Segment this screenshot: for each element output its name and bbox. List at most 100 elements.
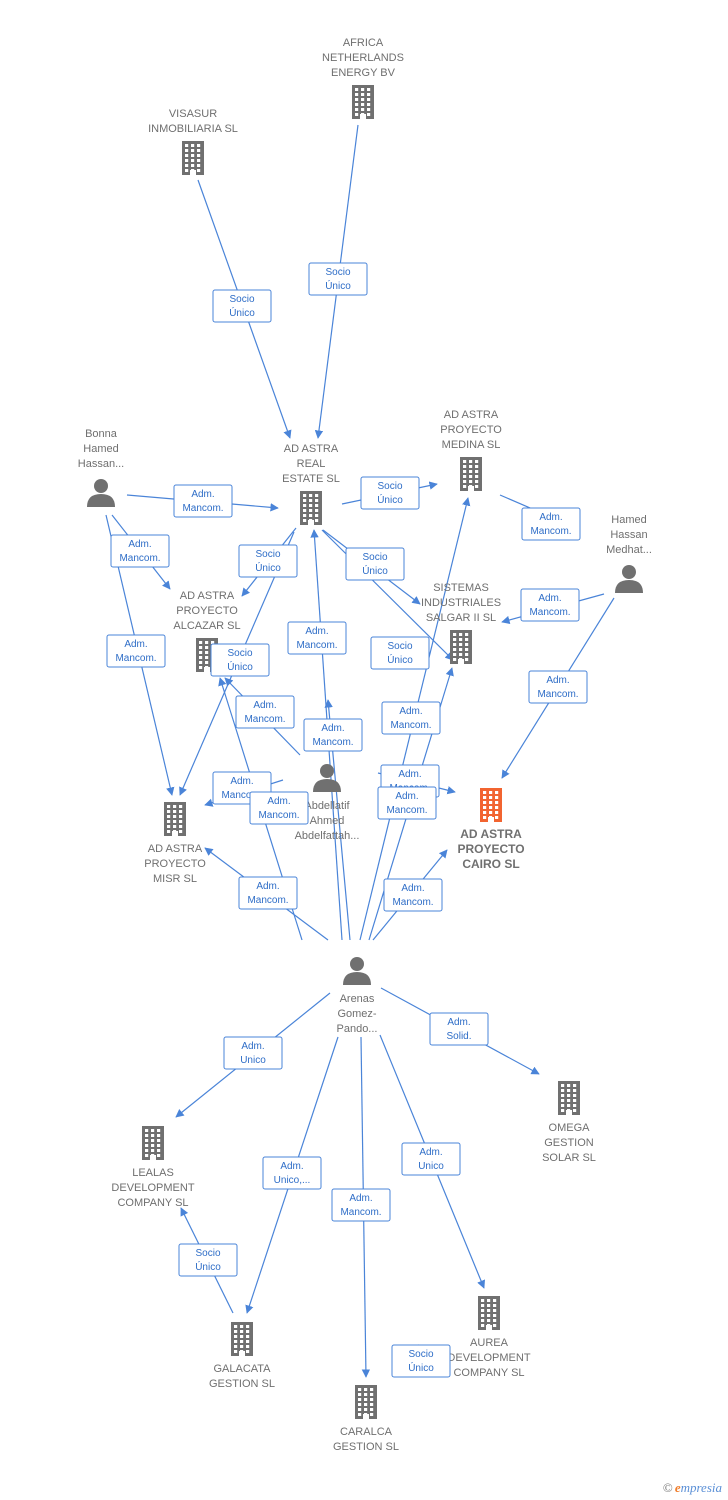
node-hamed[interactable]: HamedHassanMedhat... [606,514,652,593]
building-window [197,159,201,162]
brand-logo-initial: e [674,1480,681,1495]
edge-label[interactable]: Adm.Mancom. [110,534,170,568]
edge-label-text: Adm. [230,776,253,787]
edge-label[interactable]: Adm.Mancom. [521,507,581,541]
edge-label-box [521,507,581,541]
building-window [487,1309,491,1312]
edge-label[interactable]: Adm.Mancom. [303,718,363,752]
building-window [459,638,463,641]
building-window [246,1330,250,1333]
node-label: Bonna [85,428,118,440]
edge-label-text: Socio [362,552,387,563]
edge-label[interactable]: Adm.Mancom. [520,588,580,622]
building-icon[interactable] [558,1081,580,1115]
building-icon[interactable] [182,141,204,175]
building-window [355,93,359,96]
edge-label-text: Adm. [419,1147,442,1158]
edge-label[interactable]: Adm.Mancom. [383,878,443,912]
building-door [363,1414,369,1419]
edge-label-box [528,670,588,704]
building-window [205,641,209,644]
building-icon[interactable] [478,1296,500,1330]
edge-label-box [391,1344,451,1378]
edge-label[interactable]: Adm.Mancom. [287,621,347,655]
building-icon[interactable] [352,85,374,119]
edge-label-box [178,1243,238,1277]
edge-label[interactable]: Adm.Mancom. [235,695,295,729]
building-window [167,820,171,823]
node-label: NETHERLANDS [322,52,404,64]
building-window [355,113,359,116]
building-window [173,815,177,818]
building-icon[interactable] [231,1322,253,1356]
building-icon[interactable] [164,802,186,836]
building-window [151,1144,155,1147]
edge-label[interactable]: Adm.Mancom. [249,791,309,825]
node-arenas[interactable]: ArenasGomez-Pando... [337,957,378,1035]
footer-brand[interactable]: ©empresia [663,1480,722,1496]
person-icon[interactable] [343,957,371,985]
building-window [561,1109,565,1112]
building-window [475,475,479,478]
node-bonna[interactable]: BonnaHamedHassan... [78,428,124,507]
building-icon[interactable] [460,457,482,491]
person-icon[interactable] [615,565,643,593]
building-icon[interactable] [480,788,502,822]
edge-label-text: Socio [325,267,350,278]
building-window [481,1299,485,1302]
edge-label[interactable]: Adm.Mancom. [238,876,298,910]
building-window [489,796,493,799]
edge-label-text: Adm. [399,706,422,717]
node-label: Hamed [83,443,118,455]
person-icon[interactable] [87,479,115,507]
building-window [367,98,371,101]
building-icon[interactable] [355,1385,377,1419]
building-icon[interactable] [300,491,322,525]
edge-label[interactable]: Adm.Unico [223,1036,283,1070]
building-window [370,1388,374,1391]
building-window [185,154,189,157]
edge-label[interactable]: Adm.Mancom. [331,1188,391,1222]
node-abdellatif[interactable]: AbdellatifAhmedAbdelfattah... [295,764,360,842]
person-icon[interactable] [313,764,341,792]
node-label: COMPANY SL [117,1197,188,1209]
edge-label[interactable]: Adm.Mancom. [106,634,166,668]
edge-label[interactable]: Adm.Unico [401,1142,461,1176]
edge-label[interactable]: Adm.Solid. [429,1012,489,1046]
edge-label[interactable]: Adm.Mancom. [528,670,588,704]
edge-label[interactable]: Adm.Mancom. [173,484,233,518]
edge-label-text: Mancom. [530,526,571,537]
edge-label[interactable]: Adm.Unico,... [262,1156,322,1190]
building-door [172,831,178,836]
edge-label[interactable]: Adm.Mancom. [381,701,441,735]
building-window [234,1325,238,1328]
building-window [303,504,307,507]
building-window [234,1340,238,1343]
building-window [483,811,487,814]
building-icon[interactable] [142,1126,164,1160]
edge-label-text: Socio [195,1248,220,1259]
edge-label[interactable]: Adm.Mancom. [377,786,437,820]
building-icon[interactable] [450,630,472,664]
